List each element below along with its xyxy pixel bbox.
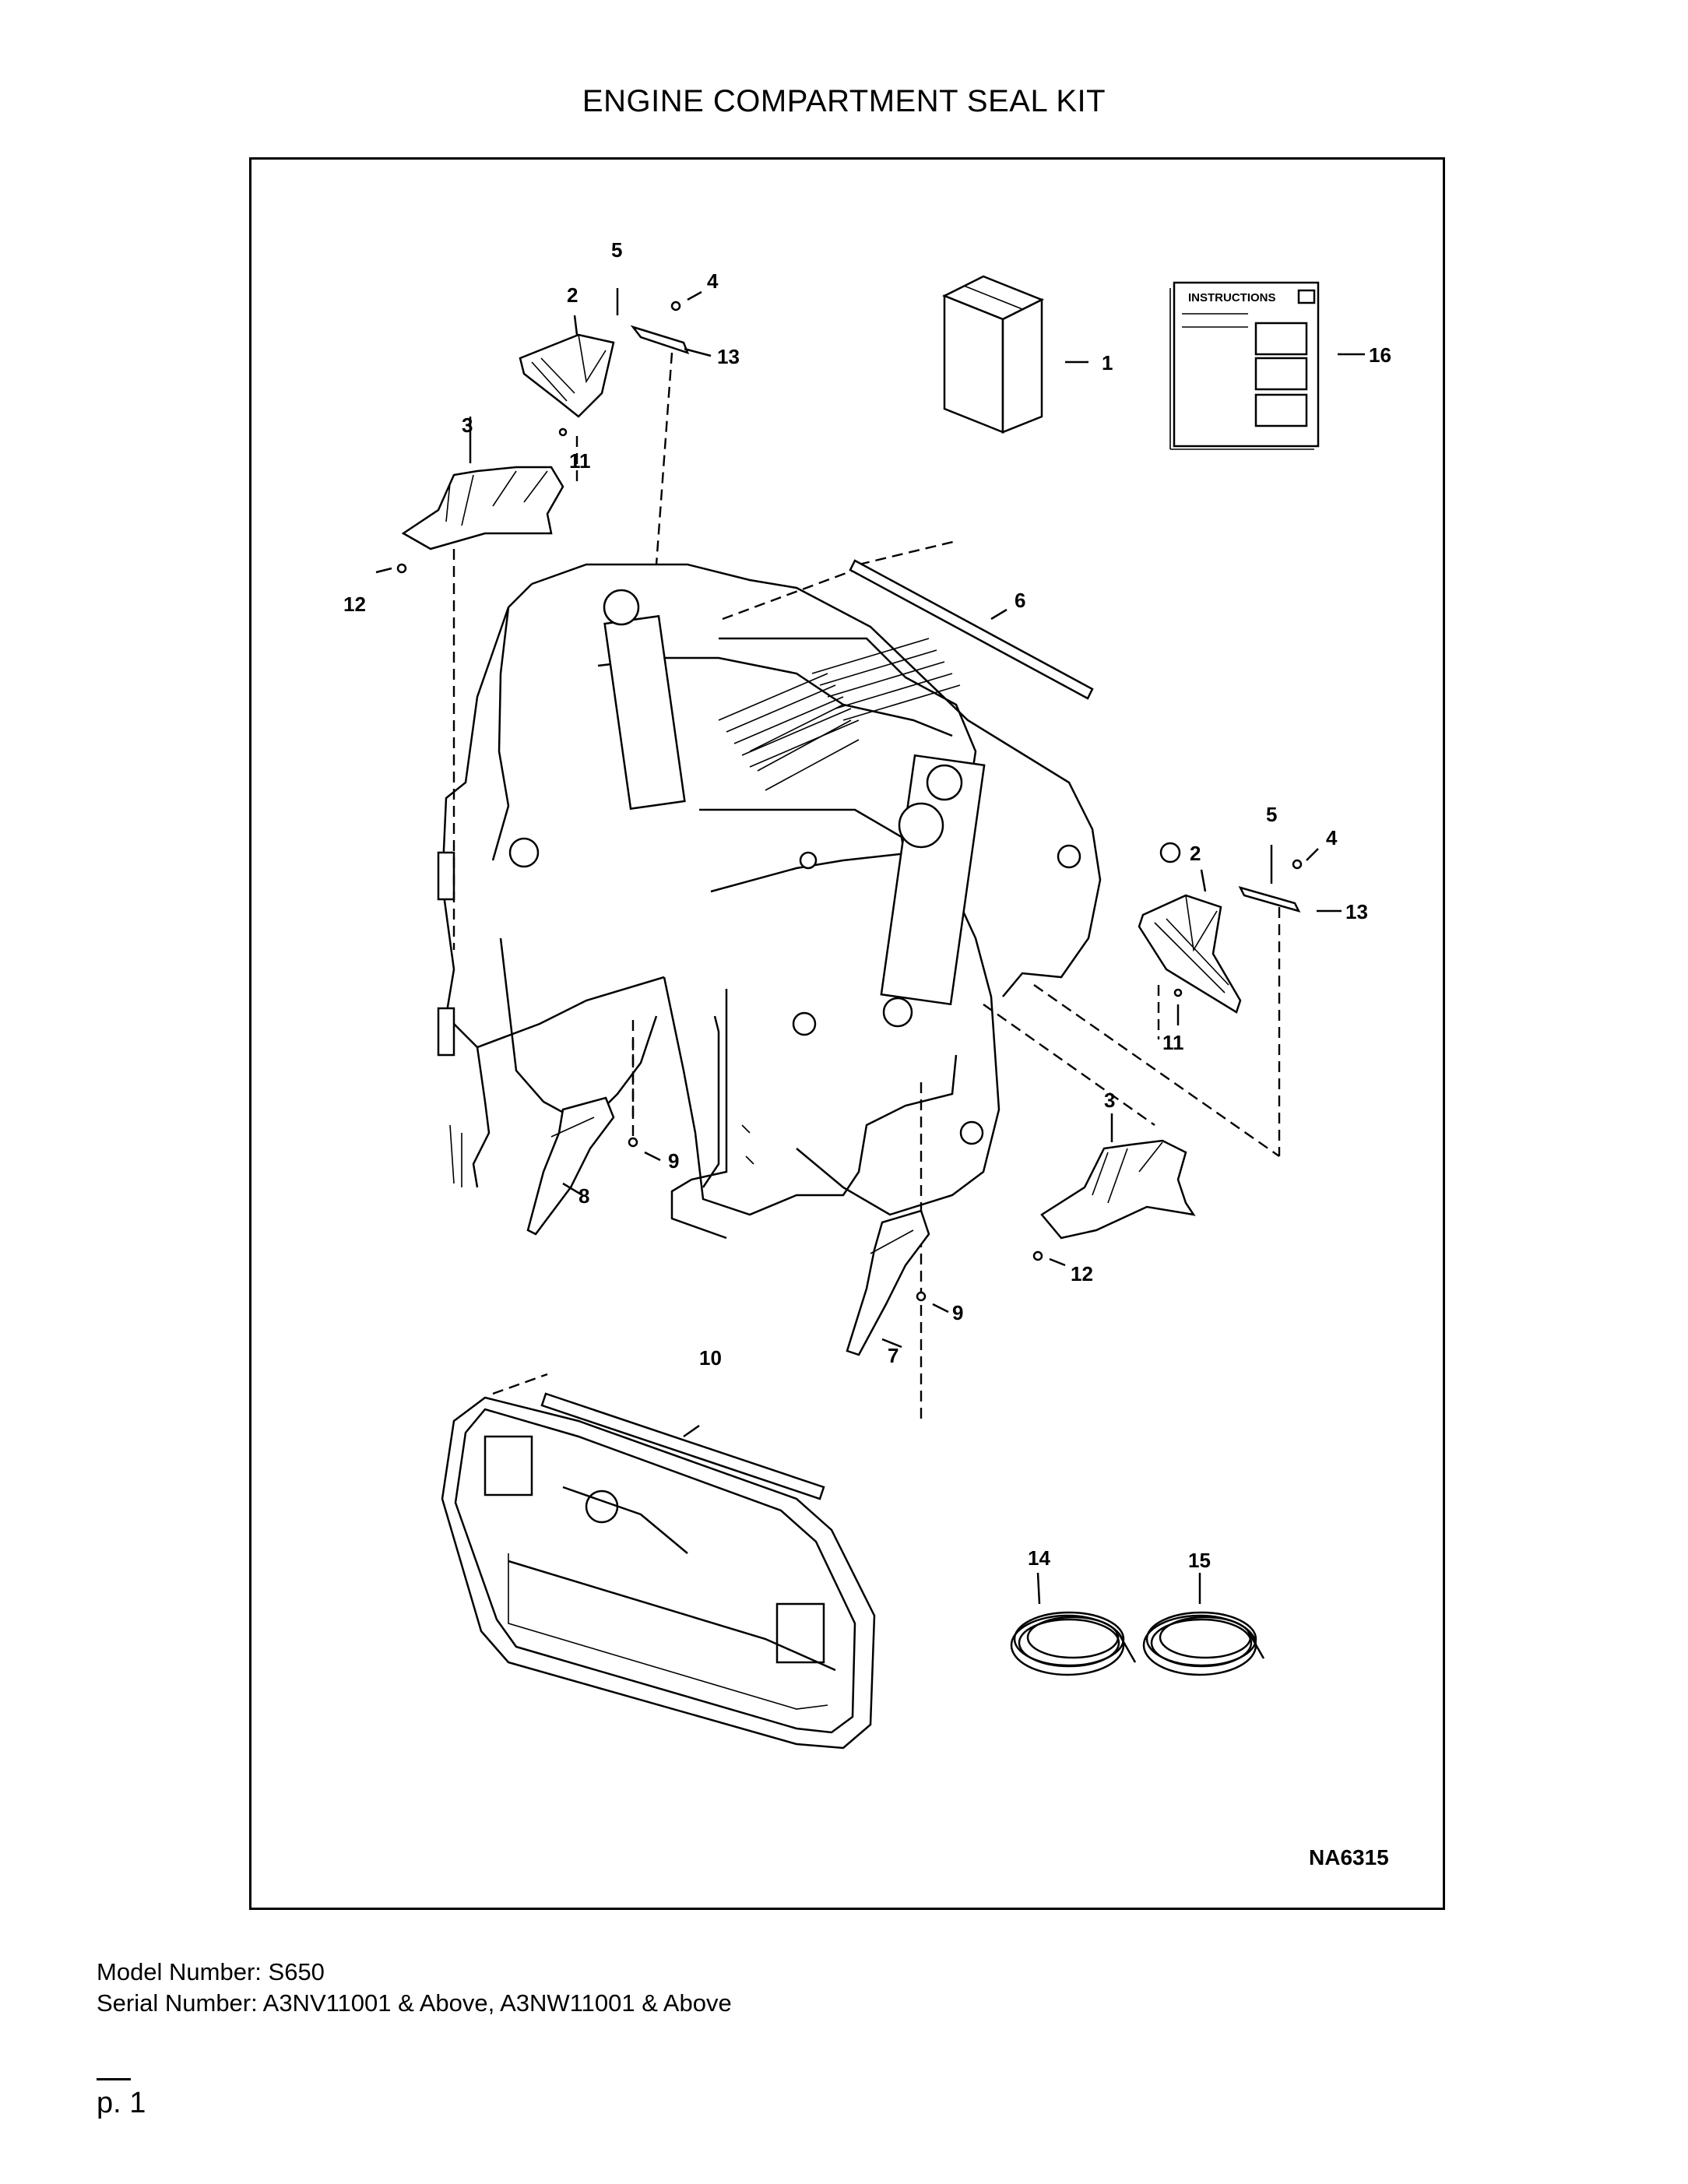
parts-diagram-frame: INSTRUCTIONS xyxy=(249,157,1445,1910)
seal-strip-6 xyxy=(849,559,1094,700)
seal-roll-15 xyxy=(1142,1573,1265,1676)
callout-6: 6 xyxy=(1015,589,1025,612)
instructions-label: INSTRUCTIONS xyxy=(1188,291,1276,304)
callout-7: 7 xyxy=(888,1344,899,1367)
page-number: p. 1 xyxy=(97,2087,146,2119)
model-number: Model Number: S650 xyxy=(97,1958,325,1985)
callout-1: 1 xyxy=(1102,351,1113,375)
callout-9-left: 9 xyxy=(668,1149,679,1173)
callout-4-right: 4 xyxy=(1326,826,1338,849)
seal-2-right xyxy=(1138,845,1342,1025)
page-number-rule xyxy=(97,2078,131,2080)
callout-11-upper: 11 xyxy=(569,449,591,473)
callout-4-upper: 4 xyxy=(707,269,719,293)
callout-5-right: 5 xyxy=(1266,803,1277,826)
seal-8 xyxy=(526,1096,661,1236)
callout-3-upper: 3 xyxy=(462,413,473,437)
callout-2-upper: 2 xyxy=(567,283,578,307)
callout-12-right: 12 xyxy=(1071,1262,1093,1285)
instructions-sheet xyxy=(1169,281,1365,450)
callout-14: 14 xyxy=(1028,1546,1050,1570)
seal-7 xyxy=(846,1209,949,1356)
callout-2-right: 2 xyxy=(1190,842,1201,865)
callout-15: 15 xyxy=(1188,1549,1211,1572)
seal-3-upper xyxy=(375,417,564,574)
seal-3-right xyxy=(1032,1113,1196,1267)
callout-13-upper: 13 xyxy=(717,345,740,368)
radiator-grid xyxy=(718,638,961,791)
rear-door xyxy=(441,1392,876,1750)
callout-5-upper: 5 xyxy=(611,238,622,262)
callout-10: 10 xyxy=(699,1346,722,1370)
figure-id: NA6315 xyxy=(1309,1845,1389,1869)
seal-roll-14 xyxy=(1010,1572,1137,1676)
seal-2-upper xyxy=(519,288,712,437)
page-title: ENGINE COMPARTMENT SEAL KIT xyxy=(582,84,1106,118)
callout-12-upper: 12 xyxy=(343,593,366,616)
parts-diagram: INSTRUCTIONS xyxy=(343,238,1391,1869)
assembly-lines xyxy=(452,352,1281,1421)
kit-box xyxy=(941,275,1088,434)
callout-16: 16 xyxy=(1369,343,1391,367)
callout-3-right: 3 xyxy=(1104,1088,1115,1112)
callout-9-right: 9 xyxy=(952,1301,963,1324)
callout-13-right: 13 xyxy=(1345,900,1368,923)
callout-8: 8 xyxy=(578,1184,589,1208)
serial-number: Serial Number: A3NV11001 & Above, A3NW11… xyxy=(97,1989,732,2017)
engine-frame xyxy=(437,563,1181,1240)
callout-11-right: 11 xyxy=(1162,1031,1184,1054)
